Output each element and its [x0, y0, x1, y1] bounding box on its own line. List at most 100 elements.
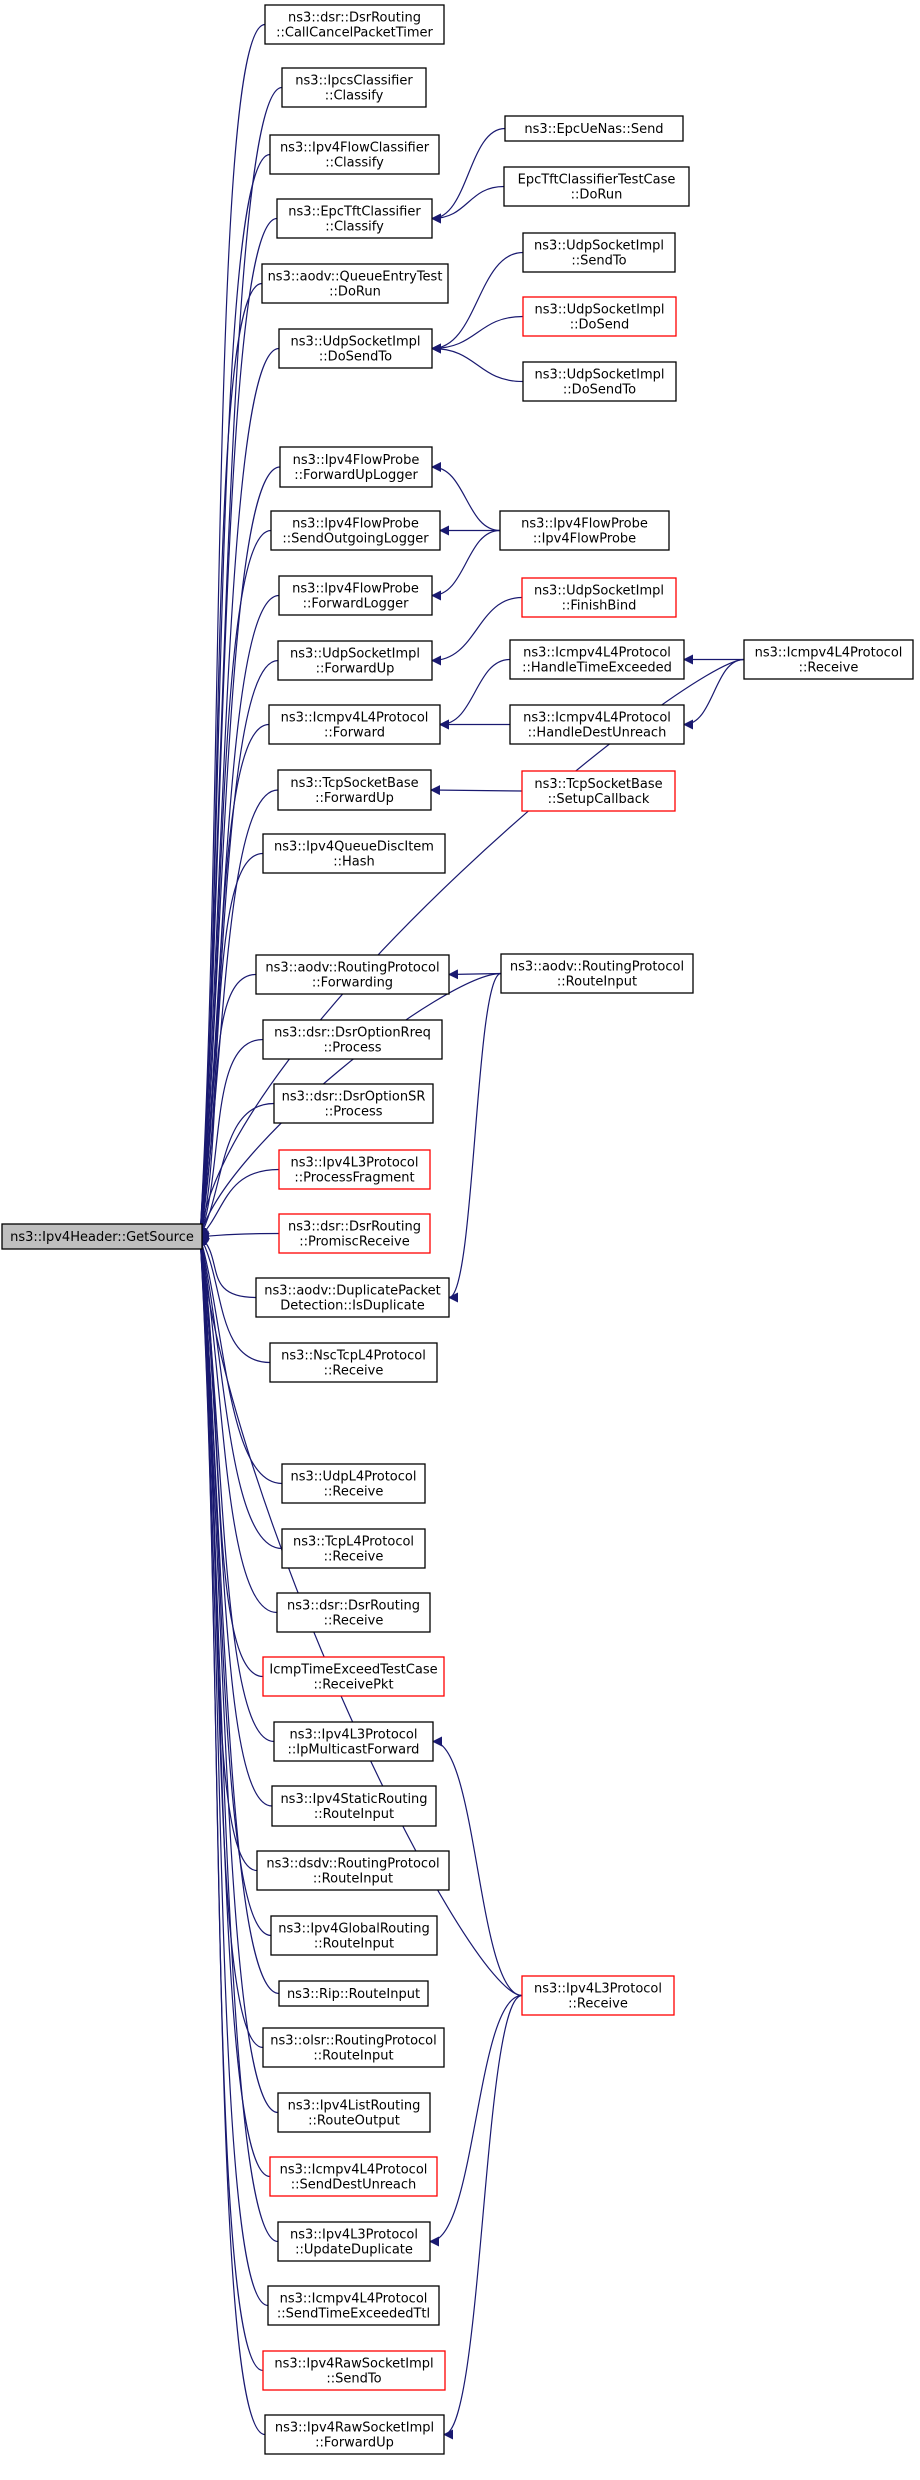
caller-node-n18[interactable]: ns3::Icmpv4L4Protocol::HandleTimeExceede… [509, 639, 685, 680]
node-label-line: ::PromiscReceive [299, 1235, 409, 1250]
call-edge-n1-to-target [195, 23, 266, 1238]
node-label-line: ns3::Icmpv4L4Protocol [755, 646, 903, 661]
caller-node-n46[interactable]: ns3::Ipv4L3Protocol::UpdateDuplicate [277, 2221, 431, 2262]
caller-node-n35[interactable]: ns3::dsr::DsrRouting::Receive [276, 1592, 431, 1633]
node-box [1, 1223, 203, 1250]
caller-node-n16[interactable]: ns3::UdpSocketImpl::FinishBind [521, 577, 677, 618]
node-box [277, 640, 433, 681]
caller-node-n3[interactable]: ns3::Ipv4FlowClassifier::Classify [269, 134, 440, 175]
caller-node-n14[interactable]: ns3::Ipv4FlowProbe::Ipv4FlowProbe [499, 510, 670, 551]
node-label-line: ns3::Ipv4FlowProbe [292, 517, 419, 532]
node-label-line: ::Receive [324, 1364, 384, 1379]
caller-node-n24[interactable]: ns3::Ipv4QueueDiscItem::Hash [262, 833, 446, 874]
node-box [499, 510, 670, 551]
call-edge-n28-to-target [199, 1102, 275, 1238]
caller-node-n7[interactable]: ns3::aodv::QueueEntryTest::DoRun [261, 263, 449, 304]
edge [431, 185, 505, 224]
edge [197, 972, 502, 1238]
call-edge-n26-to-n25 [448, 969, 502, 980]
caller-node-n37[interactable]: ns3::Ipv4L3Protocol::IpMulticastForward [273, 1721, 434, 1762]
node-label-line: ::Classify [325, 89, 384, 104]
caller-node-n49[interactable]: ns3::Ipv4RawSocketImpl::ForwardUp [264, 2414, 445, 2455]
caller-node-n44[interactable]: ns3::Ipv4ListRouting::RouteOutput [277, 2092, 431, 2133]
node-label-line: ns3::Ipv4GlobalRouting [278, 1922, 429, 1937]
caller-node-n12[interactable]: ns3::Ipv4FlowProbe::ForwardUpLogger [279, 446, 433, 488]
caller-node-n26[interactable]: ns3::aodv::RoutingProtocol::RouteInput [500, 953, 694, 994]
call-edge-n42-to-target [195, 1235, 523, 1997]
caller-node-n8[interactable]: ns3::UdpSocketImpl::DoSendTo [278, 328, 433, 369]
caller-node-n45[interactable]: ns3::Icmpv4L4Protocol::SendDestUnreach [269, 2156, 438, 2197]
caller-node-n15[interactable]: ns3::Ipv4FlowProbe::ForwardLogger [278, 575, 433, 616]
caller-node-n19[interactable]: ns3::Icmpv4L4Protocol::Receive [743, 639, 914, 680]
call-edge-n44-to-target [195, 1235, 279, 2114]
node-label-line: ns3::Ipv4L3Protocol [534, 1982, 662, 1997]
caller-node-n34[interactable]: ns3::TcpL4Protocol::Receive [281, 1528, 426, 1569]
call-edge-n47-to-target [195, 1235, 269, 2307]
node-label-line: ns3::EpcTftClassifier [288, 205, 421, 220]
node-label-line: ::RouteInput [313, 1872, 393, 1887]
caller-node-n21[interactable]: ns3::Icmpv4L4Protocol::HandleDestUnreach [509, 704, 685, 745]
edge [431, 596, 523, 666]
node-label-line: ns3::EpcUeNas::Send [524, 122, 663, 137]
caller-node-n31[interactable]: ns3::aodv::DuplicatePacketDetection::IsD… [255, 1277, 450, 1318]
node-label-line: ns3::Ipv4QueueDiscItem [274, 840, 434, 855]
node-box [270, 1915, 438, 1956]
caller-node-n27[interactable]: ns3::dsr::DsrOptionRreq::Process [262, 1019, 443, 1060]
edge [195, 1235, 266, 2436]
edge [431, 462, 501, 532]
node-box [509, 639, 685, 680]
call-edge-n37-to-target [196, 1235, 275, 1743]
call-edge-n27-to-target [198, 1038, 264, 1238]
caller-node-n43[interactable]: ns3::olsr::RoutingProtocol::RouteInput [262, 2027, 445, 2068]
caller-node-n30[interactable]: ns3::dsr::DsrRouting::PromiscReceive [278, 1213, 431, 1254]
caller-node-n41[interactable]: ns3::Rip::RouteInput [278, 1980, 429, 2007]
caller-node-n32[interactable]: ns3::NscTcpL4Protocol::Receive [269, 1342, 438, 1383]
caller-node-n36[interactable]: IcmpTimeExceedTestCase::ReceivePkt [262, 1656, 445, 1697]
caller-node-n28[interactable]: ns3::dsr::DsrOptionSR::Process [273, 1083, 434, 1124]
caller-node-n20[interactable]: ns3::Icmpv4L4Protocol::Forward [268, 704, 441, 745]
edge [199, 1102, 275, 1238]
node-label-line: ::ForwardLogger [303, 597, 410, 612]
edge [448, 969, 502, 980]
caller-node-n4[interactable]: ns3::EpcTftClassifier::Classify [276, 198, 433, 239]
call-edge-n6-to-n4 [431, 185, 505, 224]
node-label-line: ns3::UdpSocketImpl [535, 303, 665, 318]
caller-node-n39[interactable]: ns3::dsdv::RoutingProtocol::RouteInput [256, 1850, 450, 1891]
node-label-line: ::Process [323, 1041, 381, 1056]
node-label-line: ::Forward [324, 726, 385, 741]
caller-node-n17[interactable]: ns3::UdpSocketImpl::ForwardUp [277, 640, 433, 681]
caller-node-n2[interactable]: ns3::IpcsClassifier::Classify [281, 67, 427, 108]
caller-node-n47[interactable]: ns3::Icmpv4L4Protocol::SendTimeExceededT… [267, 2285, 440, 2326]
caller-node-n10[interactable]: ns3::UdpSocketImpl::DoSend [522, 296, 677, 337]
caller-node-n48[interactable]: ns3::Ipv4RawSocketImpl::SendTo [262, 2350, 446, 2391]
caller-node-n11[interactable]: ns3::UdpSocketImpl::DoSendTo [522, 361, 677, 402]
caller-node-n40[interactable]: ns3::Ipv4GlobalRouting::RouteInput [270, 1915, 438, 1956]
node-box [279, 446, 433, 488]
caller-node-n22[interactable]: ns3::TcpSocketBase::ForwardUp [277, 769, 432, 811]
node-label-line: ::Classify [325, 156, 384, 171]
node-box [268, 704, 441, 745]
edge [439, 658, 511, 730]
caller-node-n13[interactable]: ns3::Ipv4FlowProbe::SendOutgoingLogger [270, 510, 441, 551]
caller-node-n1[interactable]: ns3::dsr::DsrRouting::CallCancelPacketTi… [264, 4, 445, 45]
node-box [261, 263, 449, 304]
call-edge-n9-to-n8 [431, 251, 524, 354]
node-box [262, 1019, 443, 1060]
caller-node-n6[interactable]: EpcTftClassifierTestCase::DoRun [503, 166, 690, 207]
node-box [269, 2156, 438, 2197]
node-label-line: ns3::aodv::DuplicatePacket [264, 1284, 440, 1299]
caller-node-n29[interactable]: ns3::Ipv4L3Protocol::ProcessFragment [278, 1149, 431, 1190]
caller-node-n25[interactable]: ns3::aodv::RoutingProtocol::Forwarding [255, 954, 450, 995]
node-box [255, 1277, 450, 1318]
node-label-line: ::HandleTimeExceeded [522, 661, 672, 676]
call-edge-n5-to-n4 [431, 127, 506, 224]
caller-node-n23[interactable]: ns3::TcpSocketBase::SetupCallback [521, 770, 676, 812]
caller-node-n33[interactable]: ns3::UdpL4Protocol::Receive [281, 1463, 426, 1504]
call-edge-n18-to-n20 [439, 658, 511, 730]
caller-node-n5[interactable]: ns3::EpcUeNas::Send [504, 115, 684, 142]
edge [195, 217, 278, 1238]
caller-node-n42[interactable]: ns3::Ipv4L3Protocol::Receive [521, 1975, 675, 2016]
caller-node-n9[interactable]: ns3::UdpSocketImpl::SendTo [522, 232, 676, 273]
caller-node-n38[interactable]: ns3::Ipv4StaticRouting::RouteInput [271, 1785, 437, 1827]
node-label-line: ns3::aodv::QueueEntryTest [268, 270, 443, 285]
